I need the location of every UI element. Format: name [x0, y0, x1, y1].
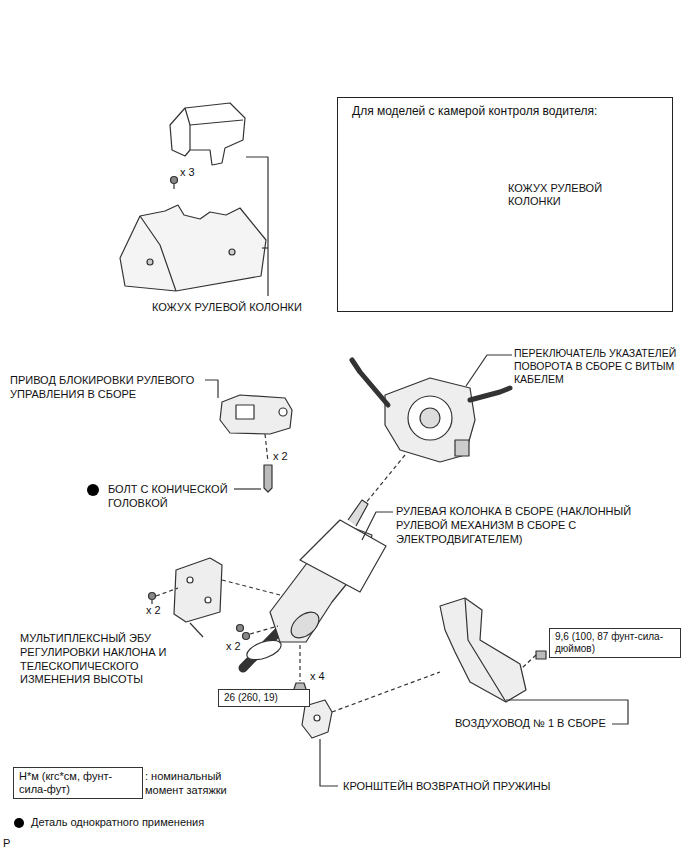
- part-name: РУЛЕВАЯ КОЛОНКА В СБОРЕ (НАКЛОННЫЙ РУЛЕВ…: [396, 505, 664, 546]
- quantity: x 4: [310, 670, 325, 684]
- inset-heading: Для моделей с камерой контроля водителя:: [352, 104, 662, 118]
- torque-value: 9,6 (100, 87 фунт-сила-дюймов): [555, 631, 675, 655]
- page-mark: P: [3, 837, 10, 851]
- legend-text: Деталь однократного применения: [31, 816, 204, 830]
- quantity: x 3: [180, 166, 195, 180]
- part-name: ПРИВОД БЛОКИРОВКИ РУЛЕВОГО УПРАВЛЕНИЯ В …: [10, 374, 210, 402]
- quantity: x 2: [146, 604, 161, 618]
- torque-box: 9,6 (100, 87 фунт-сила-дюймов): [549, 628, 681, 658]
- part-name: КОЖУХ РУЛЕВОЙ КОЛОНКИ: [152, 301, 302, 315]
- torque-value: Н*м (кгс*см, фунт-сила-фут): [19, 770, 137, 796]
- torque-value: 26 (260, 19): [224, 692, 304, 704]
- quantity: x 2: [226, 640, 241, 654]
- torque-box: 26 (260, 19): [218, 689, 310, 707]
- inset-frame: Для моделей с камерой контроля водителя:…: [337, 97, 673, 312]
- part-name: ВОЗДУХОВОД № 1 В СБОРЕ: [455, 717, 606, 731]
- part-name: КОЖУХ РУЛЕВОЙ КОЛОНКИ: [508, 182, 626, 208]
- part-name: ПЕРЕКЛЮЧАТЕЛЬ УКАЗАТЕЛЕЙ ПОВОРОТА В СБОР…: [514, 347, 682, 386]
- legend-text: : номинальный момент затяжки: [145, 770, 257, 798]
- part-name: КРОНШТЕЙН ВОЗВРАТНОЙ ПРУЖИНЫ: [343, 780, 551, 794]
- legend-dot: [14, 818, 24, 828]
- part-name: МУЛЬТИПЛЕКСНЫЙ ЭБУ РЕГУЛИРОВКИ НАКЛОНА И…: [20, 632, 200, 687]
- legend-torque-box: Н*м (кгс*см, фунт-сила-фут): [13, 767, 143, 799]
- part-name: БОЛТ С КОНИЧЕСКОЙ ГОЛОВКОЙ: [108, 483, 248, 511]
- quantity: x 2: [273, 450, 288, 464]
